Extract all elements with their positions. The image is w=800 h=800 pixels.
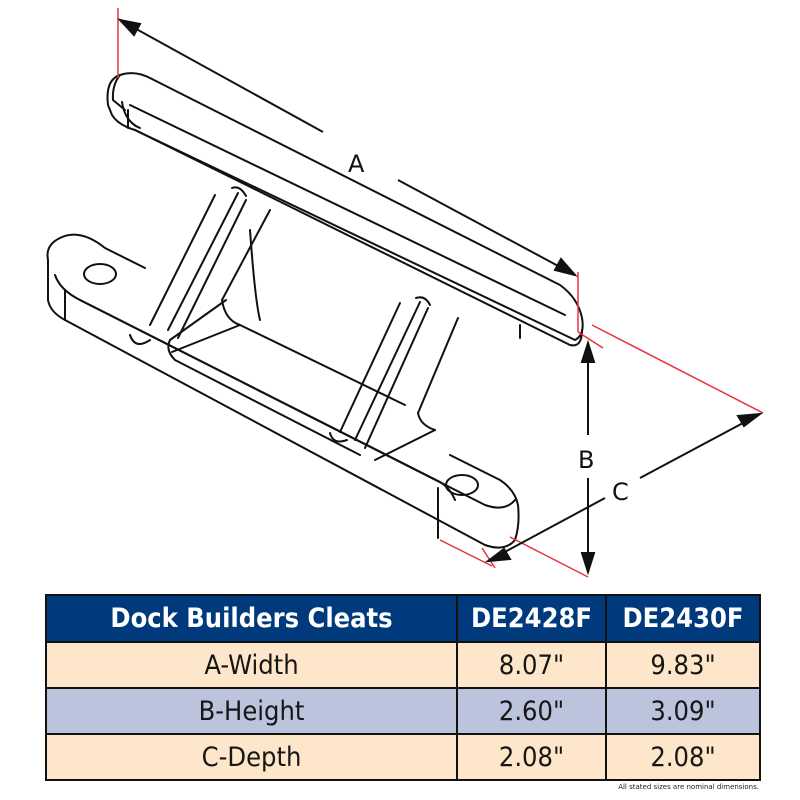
- arrow-b-end: [580, 552, 596, 576]
- cleat-diagram: A B C: [46, 8, 764, 578]
- row-value: 2.08": [456, 733, 607, 781]
- dimension-label-b: B: [578, 446, 594, 474]
- row-label: B-Height: [45, 687, 458, 735]
- dimension-arrows: [117, 18, 764, 576]
- dimension-label-a: A: [348, 150, 365, 178]
- extension-lines: [117, 8, 764, 578]
- table-row: A-Width 8.07" 9.83": [45, 641, 761, 689]
- arrow-a-end: [553, 257, 578, 277]
- header-model-de2430f: DE2430F: [605, 594, 761, 643]
- footnote: All stated sizes are nominal dimensions.: [618, 783, 759, 791]
- header-model-de2428f: DE2428F: [456, 594, 607, 643]
- arrow-b-start: [580, 339, 596, 363]
- row-value: 2.60": [456, 687, 607, 735]
- dimensions-table: Dock Builders Cleats DE2428F DE2430F A-W…: [45, 594, 761, 781]
- row-value: 9.83": [605, 641, 761, 689]
- row-value: 2.08": [605, 733, 761, 781]
- row-label: A-Width: [45, 641, 458, 689]
- table-row: C-Depth 2.08" 2.08": [45, 733, 761, 781]
- cleat-outline: [46, 72, 584, 549]
- header-product-line: Dock Builders Cleats: [45, 594, 458, 643]
- arrow-c-end: [484, 547, 512, 563]
- table-header-row: Dock Builders Cleats DE2428F DE2430F: [45, 594, 761, 643]
- row-value: 8.07": [456, 641, 607, 689]
- arrow-a-start: [117, 18, 142, 37]
- arrow-c-start: [736, 412, 764, 428]
- dimension-label-c: C: [612, 478, 629, 506]
- table-row: B-Height 2.60" 3.09": [45, 687, 761, 735]
- row-label: C-Depth: [45, 733, 458, 781]
- row-value: 3.09": [605, 687, 761, 735]
